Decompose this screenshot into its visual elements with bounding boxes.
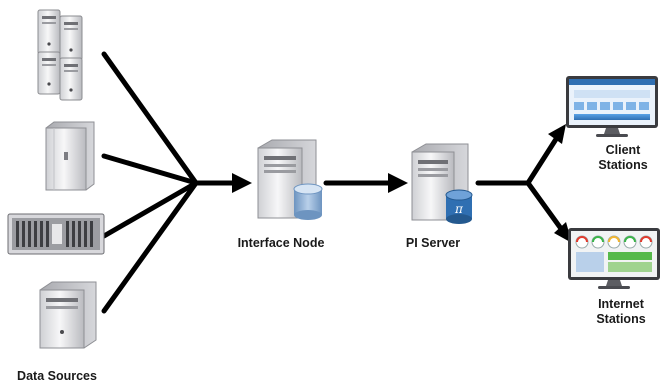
arrowheads — [232, 124, 572, 243]
data-sources-label: Data Sources — [17, 369, 97, 383]
tower-server-icon — [39, 281, 97, 349]
connector-lines — [101, 51, 565, 314]
connector-ds4 — [101, 180, 199, 314]
interface-node-label: Interface Node — [237, 236, 325, 250]
connector-ds1 — [101, 51, 199, 186]
pi-server-icon: π — [411, 143, 473, 224]
server-cabinet-icon — [45, 121, 95, 191]
internet-stations-label-line2: Stations — [596, 312, 646, 326]
pi-server-label: PI Server — [405, 236, 461, 250]
client-stations-label-line1: Client — [605, 143, 641, 157]
monitor-icon — [566, 76, 658, 137]
database-cylinder-icon — [293, 183, 323, 220]
arrowhead-internet — [554, 222, 572, 243]
internet-stations-label-line1: Internet — [598, 297, 644, 311]
monitor-icon — [568, 228, 660, 289]
arrowhead-interface — [232, 173, 252, 193]
connector-to-internet — [525, 180, 565, 233]
rack-unit-icon — [7, 213, 105, 255]
arrowhead-client — [548, 124, 566, 144]
pi-database-icon: π — [445, 189, 473, 224]
svg-text:π: π — [454, 202, 464, 216]
connector-ds3 — [101, 180, 199, 239]
server-database-icon — [257, 139, 323, 220]
server-rack-cluster-icon — [37, 9, 83, 101]
connector-to-client — [525, 133, 561, 186]
connector-ds2 — [101, 153, 199, 186]
client-stations-label-line2: Stations — [598, 158, 648, 172]
arrowhead-pi — [388, 173, 408, 193]
